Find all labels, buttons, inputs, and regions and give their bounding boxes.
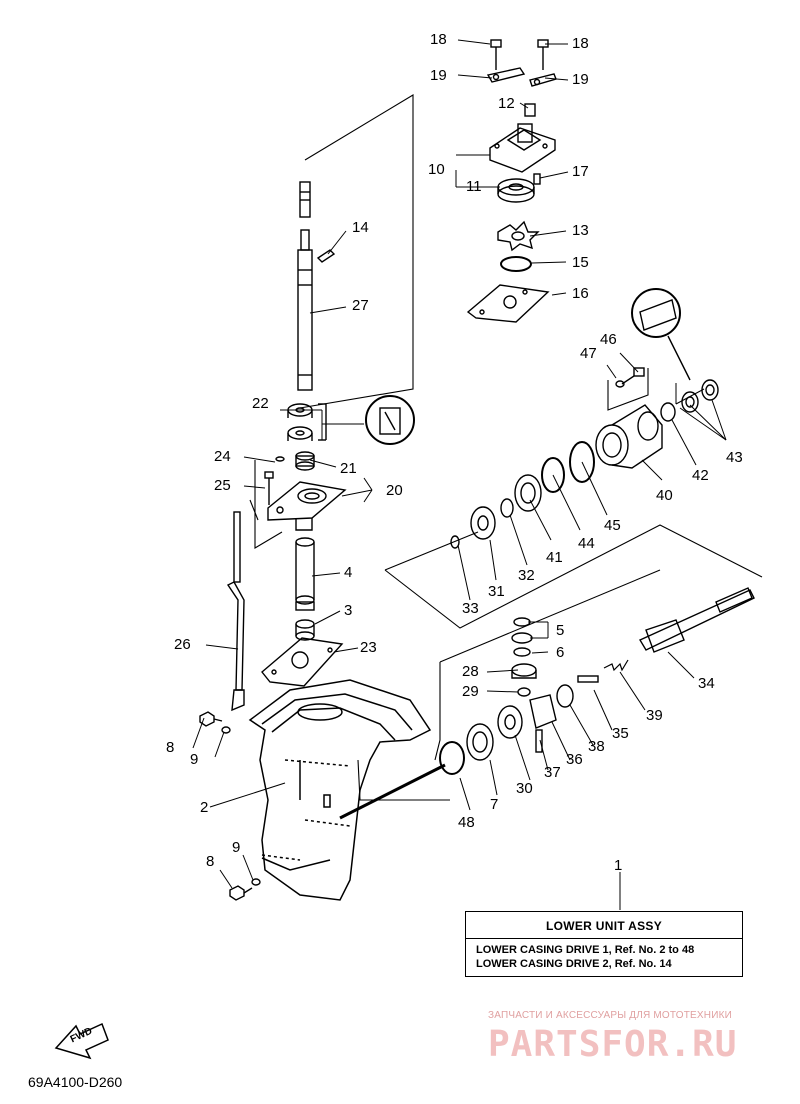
callout-14: 14 [352,219,369,236]
bearing-housing-group [264,451,347,531]
callout-16: 16 [572,285,589,302]
callout-19: 19 [572,71,589,88]
callout-40: 40 [656,487,673,504]
water-pump-group [466,39,557,323]
callout-23: 23 [360,639,377,656]
callout-11: 11 [466,178,482,195]
callout-17: 17 [572,163,589,180]
drive-shaft [297,181,336,391]
callout-7: 7 [490,796,499,813]
bolts-and-washers [199,711,261,901]
callout-18: 18 [430,31,447,48]
legend-box: LOWER UNIT ASSY LOWER CASING DRIVE 1, Re… [465,911,743,977]
callout-28: 28 [462,663,479,680]
callout-27: 27 [352,297,369,314]
callout-18: 18 [572,35,589,52]
callout-12: 12 [498,95,515,112]
callout-44: 44 [578,535,595,552]
callout-3: 3 [344,602,353,619]
callout-26: 26 [174,636,191,653]
callout-32: 32 [518,567,535,584]
callout-45: 45 [604,517,621,534]
callout-15: 15 [572,254,589,271]
callout-34: 34 [698,675,715,692]
callout-25: 25 [214,477,231,494]
callout-47: 47 [580,345,597,362]
callout-33: 33 [462,600,479,617]
callout-24: 24 [214,448,231,465]
frame-lines [249,94,763,820]
bearings-22 [287,395,415,445]
callout-9: 9 [232,839,241,856]
callout-42: 42 [692,467,709,484]
tubes-and-gasket [261,537,344,687]
callout-36: 36 [566,751,583,768]
fwd-arrow-icon [54,1022,109,1060]
callout-35: 35 [612,725,629,742]
callout-46: 46 [600,331,617,348]
callout-38: 38 [588,738,605,755]
callout-39: 39 [646,707,663,724]
legend-divider [466,938,742,939]
callout-37: 37 [544,764,561,781]
callout-9: 9 [190,751,199,768]
callout-4: 4 [344,564,353,581]
callout-29: 29 [462,683,479,700]
callout-48: 48 [458,814,475,831]
callout-8: 8 [206,853,215,870]
diagram-code: 69A4100-D260 [28,1074,123,1090]
propeller-shaft-group [439,288,755,775]
callout-43: 43 [726,449,743,466]
callout-5: 5 [556,622,565,639]
callout-20: 20 [386,482,403,499]
callout-13: 13 [572,222,589,239]
callout-30: 30 [516,780,533,797]
legend-title: LOWER UNIT ASSY [545,919,663,933]
watermark-subtitle: ЗАПЧАСТИ И АКСЕССУАРЫ ДЛЯ МОТОТЕХНИКИ [488,1010,733,1021]
callout-21: 21 [340,460,357,477]
callout-19: 19 [430,67,447,84]
shift-rod [226,511,245,712]
callout-41: 41 [546,549,563,566]
legend-line-1: LOWER CASING DRIVE 1, Ref. No. 2 to 48 [476,944,695,956]
leader-lines [192,39,727,910]
callout-10: 10 [428,161,445,178]
callout-2: 2 [200,799,209,816]
callout-1: 1 [614,857,623,874]
callout-6: 6 [556,644,565,661]
callout-31: 31 [488,583,505,600]
lower-casing [248,679,432,901]
callout-8: 8 [166,739,175,756]
watermark-brand: PARTSFOR.RU [488,1024,738,1065]
legend-line-2: LOWER CASING DRIVE 2, Ref. No. 14 [476,958,672,970]
callout-22: 22 [252,395,269,412]
